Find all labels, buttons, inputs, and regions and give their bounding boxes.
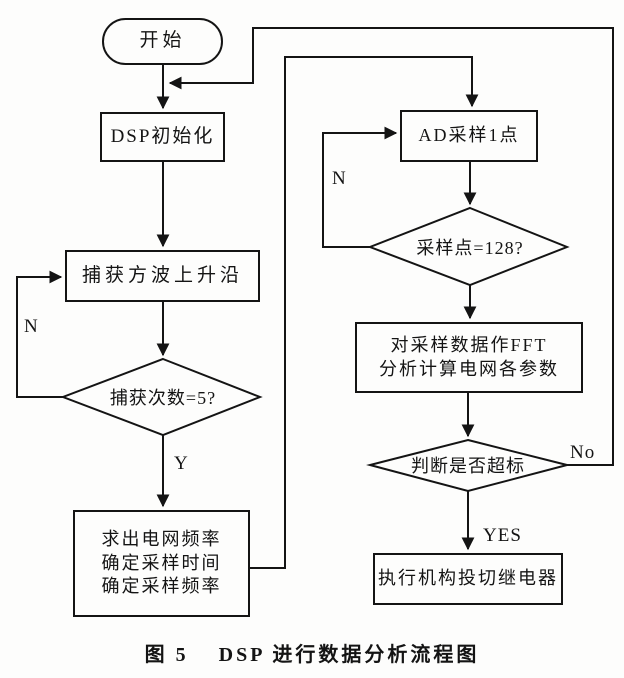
node-start-label: 开始 [139,30,186,52]
node-fft-line1: 对采样数据作FFT [390,335,548,356]
node-judge-exceed-label: 判断是否超标 [411,456,525,476]
node-ad-sample-label: AD采样1点 [418,125,520,146]
edge-label-capture-y: Y [174,453,189,474]
node-ad-sample: AD采样1点 [400,110,538,162]
edge-label-judge-no: No [570,442,596,463]
node-sample-count-label: 采样点=128? [416,238,524,258]
node-calc-freq-line2: 确定采样时间 [101,552,222,573]
node-calc-freq: 求出电网频率 确定采样时间 确定采样频率 [73,510,250,617]
node-calc-freq-line1: 求出电网频率 [101,529,222,550]
edge-calcfreq-to-adsample [250,56,479,569]
node-capture-edge-label: 捕获方波上升沿 [81,264,243,286]
edge-judge-no-return-loop [168,27,614,466]
node-dsp-init: DSP初始化 [100,112,225,162]
node-relay-label: 执行机构投切继电器 [378,568,558,589]
node-capture-count-label: 捕获次数=5? [109,388,217,408]
node-fft-line2: 分析计算电网各参数 [379,358,559,379]
node-calc-freq-line3: 确定采样频率 [101,576,222,597]
node-capture-edge: 捕获方波上升沿 [65,250,260,302]
figure-caption-number: 图 5 [144,644,189,666]
edge-label-capture-n: N [24,316,39,337]
edge-capturecount-n-loop [16,270,63,398]
node-relay: 执行机构投切继电器 [373,553,563,605]
edge-label-judge-yes: YES [483,525,522,546]
edge-label-sample-n: N [332,168,347,189]
edge-samplecount-n-loop [322,126,398,248]
figure-caption-title: DSP 进行数据分析流程图 [218,644,480,666]
node-start: 开始 [102,18,223,65]
node-fft: 对采样数据作FFT 分析计算电网各参数 [355,322,583,393]
diamond-sample-count [367,206,570,287]
figure-caption: 图 5 DSP 进行数据分析流程图 [0,638,624,667]
diamond-judge-exceed [366,438,568,493]
node-dsp-init-label: DSP初始化 [110,125,215,147]
diamond-capture-count [60,357,263,437]
